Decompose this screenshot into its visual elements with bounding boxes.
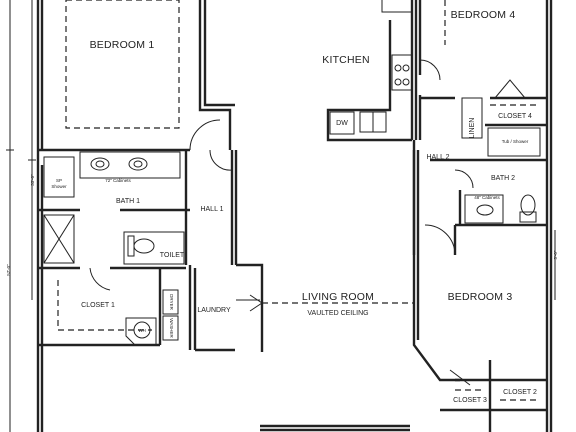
exterior-walls: [36, 0, 553, 432]
label-bath-1: BATH 1: [116, 198, 140, 205]
label-closet-3: CLOSET 3: [453, 397, 487, 404]
label-closet-1: CLOSET 1: [81, 302, 115, 309]
bedroom-3: [440, 225, 547, 432]
label-water-heater: WH: [138, 328, 146, 333]
label-vanity-1: 72" Cabinets: [105, 178, 131, 183]
label-hall-1: HALL 1: [200, 206, 223, 213]
label-bedroom-1: BEDROOM 1: [90, 39, 155, 51]
closet-1-laundry: [38, 267, 235, 352]
closet-4-bath-2: [430, 97, 547, 227]
label-toilet: TOILET: [160, 252, 185, 259]
label-shower: SP: [56, 178, 62, 183]
bath-1: [38, 150, 190, 270]
dimension-left: 33'-0": [30, 174, 35, 186]
dimension-overall: 57'-0": [6, 264, 11, 276]
kitchen: [326, 0, 418, 142]
label-laundry: LAUNDRY: [197, 307, 231, 314]
label-bath-2: BATH 2: [491, 175, 515, 182]
label-washer: WASHER: [169, 318, 174, 338]
label-linen: LINEN: [469, 118, 476, 139]
bedroom-4: [418, 0, 547, 140]
label-living-room: LIVING ROOM: [302, 291, 374, 303]
living-room: [249, 150, 460, 382]
label-shower-sub: Shower: [51, 184, 67, 189]
label-kitchen: KITCHEN: [322, 54, 370, 66]
label-vanity-2: 48" Cabinets: [474, 195, 500, 200]
label-tub: Tub / Shower: [502, 139, 529, 144]
label-closet-4: CLOSET 4: [498, 113, 532, 120]
label-living-room-sub: VAULTED CEILING: [307, 310, 368, 317]
label-dishwasher: DW: [336, 120, 348, 127]
label-closet-2: CLOSET 2: [503, 389, 537, 396]
bedroom-1: [38, 0, 235, 152]
label-hall-2: HALL 2: [426, 154, 449, 161]
hall-1: [188, 149, 264, 352]
label-bedroom-4: BEDROOM 4: [451, 9, 516, 21]
label-bedroom-3: BEDROOM 3: [448, 291, 513, 303]
dimension-right: 5'-0": [553, 250, 558, 259]
label-dryer: DRYER: [169, 294, 174, 310]
dimension-lines: [6, 0, 556, 432]
